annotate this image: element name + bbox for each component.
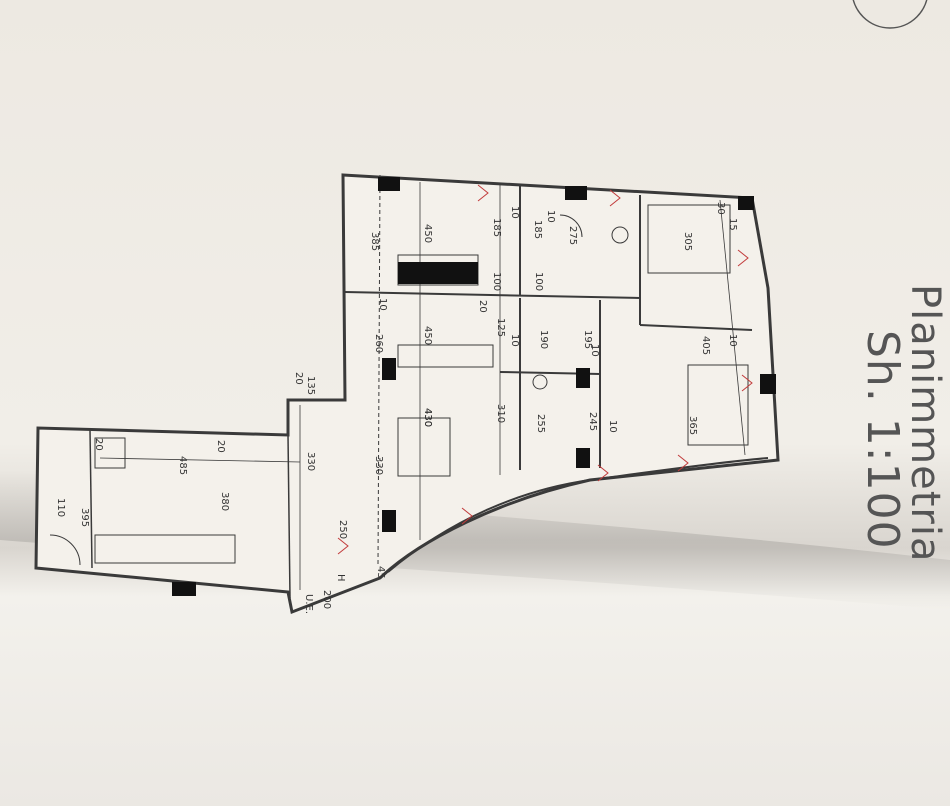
bed-2	[687, 364, 749, 446]
dimension-label: 20	[215, 440, 226, 453]
dimension-label: 250	[337, 520, 348, 539]
dimension-label: 20	[477, 300, 488, 313]
floor-plan	[34, 173, 780, 615]
dimension-label: 310	[495, 404, 506, 423]
dimension-label: 20	[293, 372, 304, 385]
dimension-label: 365	[687, 416, 698, 435]
door-swing	[559, 214, 583, 238]
sheet-title: Planimmetria	[902, 284, 948, 563]
column	[398, 262, 478, 284]
dimension-label: 30	[715, 202, 726, 215]
dimension-label: 385	[369, 232, 380, 251]
dimension-label: 260	[373, 334, 384, 353]
dimension-label: 10	[727, 334, 738, 347]
dimension-label: 245	[587, 412, 598, 431]
dimension-label: 430	[422, 408, 433, 427]
dimension-label: 450	[422, 224, 433, 243]
dimension-label: 450	[422, 326, 433, 345]
dimension-label: 255	[535, 414, 546, 433]
dimension-label: 135	[305, 376, 316, 395]
dimension-label: 430	[422, 408, 433, 427]
sofa	[94, 534, 236, 564]
kitchen-counter	[397, 344, 494, 368]
wall	[377, 174, 381, 566]
column	[576, 368, 590, 388]
dimension-label: 10	[545, 210, 556, 223]
wall	[344, 291, 641, 299]
dimension-label: 15	[727, 218, 738, 231]
dimension-label: 110	[55, 498, 66, 517]
dimension-label: 190	[538, 330, 549, 349]
toilet	[532, 374, 548, 390]
dimension-label: 195	[582, 330, 593, 349]
door-swing	[49, 534, 81, 566]
dimension-label: 125	[495, 318, 506, 337]
sheet-scale: Sh. 1:100	[857, 330, 908, 550]
column	[576, 448, 590, 468]
curved-facade	[387, 457, 769, 573]
dimension-label: 395	[79, 508, 90, 527]
wall	[639, 324, 753, 331]
bed	[647, 204, 731, 274]
dimension-label: 405	[700, 336, 711, 355]
columns	[172, 177, 776, 596]
column	[172, 582, 196, 596]
wall	[89, 429, 93, 569]
column	[378, 177, 400, 191]
dimension-label: 100	[533, 272, 544, 291]
column	[760, 374, 776, 394]
dimension-label: 10	[589, 344, 600, 357]
dim-line	[99, 457, 301, 463]
dimension-label: 185	[491, 218, 502, 237]
dimension-label: 185	[532, 220, 543, 239]
dimension-label: 330	[373, 456, 384, 475]
corner-stamp-circle	[852, 0, 928, 29]
dimension-label: 10	[509, 334, 520, 347]
dimension-label: 100	[491, 272, 502, 291]
column	[738, 196, 754, 210]
armchair	[94, 437, 126, 469]
dimension-label: 485	[177, 456, 188, 475]
dining-table	[397, 417, 451, 477]
dimension-label: 10	[607, 420, 618, 433]
red-annotations	[337, 184, 753, 555]
dimension-label: 275	[567, 226, 578, 245]
dimension-label: 200	[321, 590, 332, 609]
dimension-label: 45	[375, 566, 386, 579]
dimension-label: 10	[377, 298, 388, 311]
column	[382, 510, 396, 532]
dimension-label: 20	[93, 438, 104, 451]
dimension-label: 330	[305, 452, 316, 471]
dim-line	[719, 199, 746, 456]
marker-label: U.E.	[303, 594, 314, 614]
dimension-label: 305	[682, 232, 693, 251]
column	[382, 358, 396, 380]
dimension-label: 380	[219, 492, 230, 511]
column	[565, 186, 587, 200]
dimension-labels: 450 305 385 275 185 185 30 15 10 10 100 …	[55, 202, 738, 614]
washbasin	[611, 226, 629, 244]
marker-label: H	[335, 574, 346, 582]
dimension-label: 10	[509, 206, 520, 219]
